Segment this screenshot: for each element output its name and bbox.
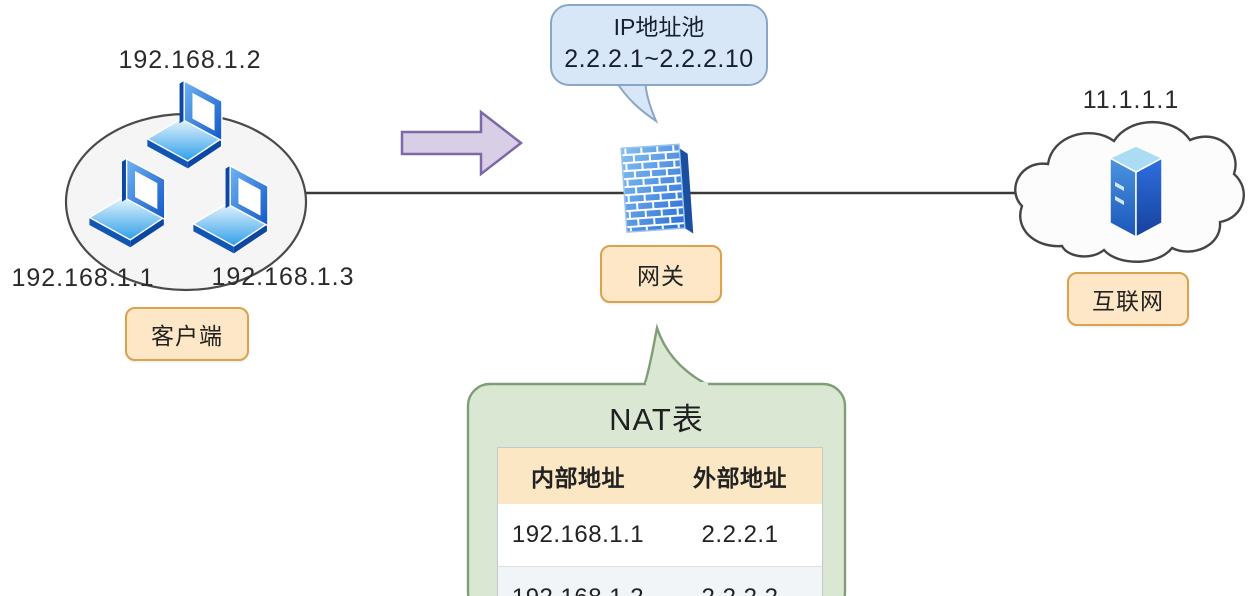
nat-bubble-tail-junction: [646, 382, 708, 392]
nat-cell-internal: 192.168.1.2: [498, 584, 658, 596]
ip-pool-range: 2.2.2.1~2.2.2.10: [564, 45, 754, 74]
nat-col-external: 外部地址: [693, 465, 787, 491]
client-ip-top-label: 192.168.1.2: [118, 46, 262, 74]
client-ip-left-label: 192.168.1.1: [11, 264, 155, 292]
client-ip-right-label: 192.168.1.3: [211, 263, 355, 291]
right-arrow-icon: [400, 109, 524, 177]
nat-cell-external: 2.2.2.1: [701, 521, 779, 548]
nat-table-row: 192.168.1.2 2.2.2.2: [498, 566, 822, 596]
ip-pool-bubble-text: IP地址池 2.2.2.1~2.2.2.10: [551, 12, 767, 77]
clients-label-box: 客户端: [125, 307, 249, 361]
ip-pool-bubble-tail: [613, 79, 659, 124]
nat-table-title: NAT表: [609, 402, 704, 437]
nat-bubble-tail: [642, 323, 712, 394]
nat-cell-internal: 192.168.1.1: [511, 521, 645, 548]
gateway-label-box: 网关: [600, 245, 722, 303]
nat-table-header: 内部地址 外部地址: [498, 448, 822, 504]
server-icon: [1108, 145, 1164, 239]
nat-table-row: 192.168.1.1 2.2.2.1: [498, 504, 822, 566]
ip-pool-bubble: [550, 4, 768, 86]
nat-cell-external: 2.2.2.2: [658, 584, 822, 596]
firewall-icon: [620, 143, 694, 234]
internet-label-box: 互联网: [1067, 272, 1189, 326]
nat-table: 内部地址 外部地址 192.168.1.1 2.2.2.1 192.168.1.…: [497, 447, 823, 596]
internet-ip-label: 11.1.1.1: [1082, 86, 1180, 114]
ip-pool-title: IP地址池: [613, 14, 705, 40]
nat-col-internal: 内部地址: [531, 465, 625, 491]
